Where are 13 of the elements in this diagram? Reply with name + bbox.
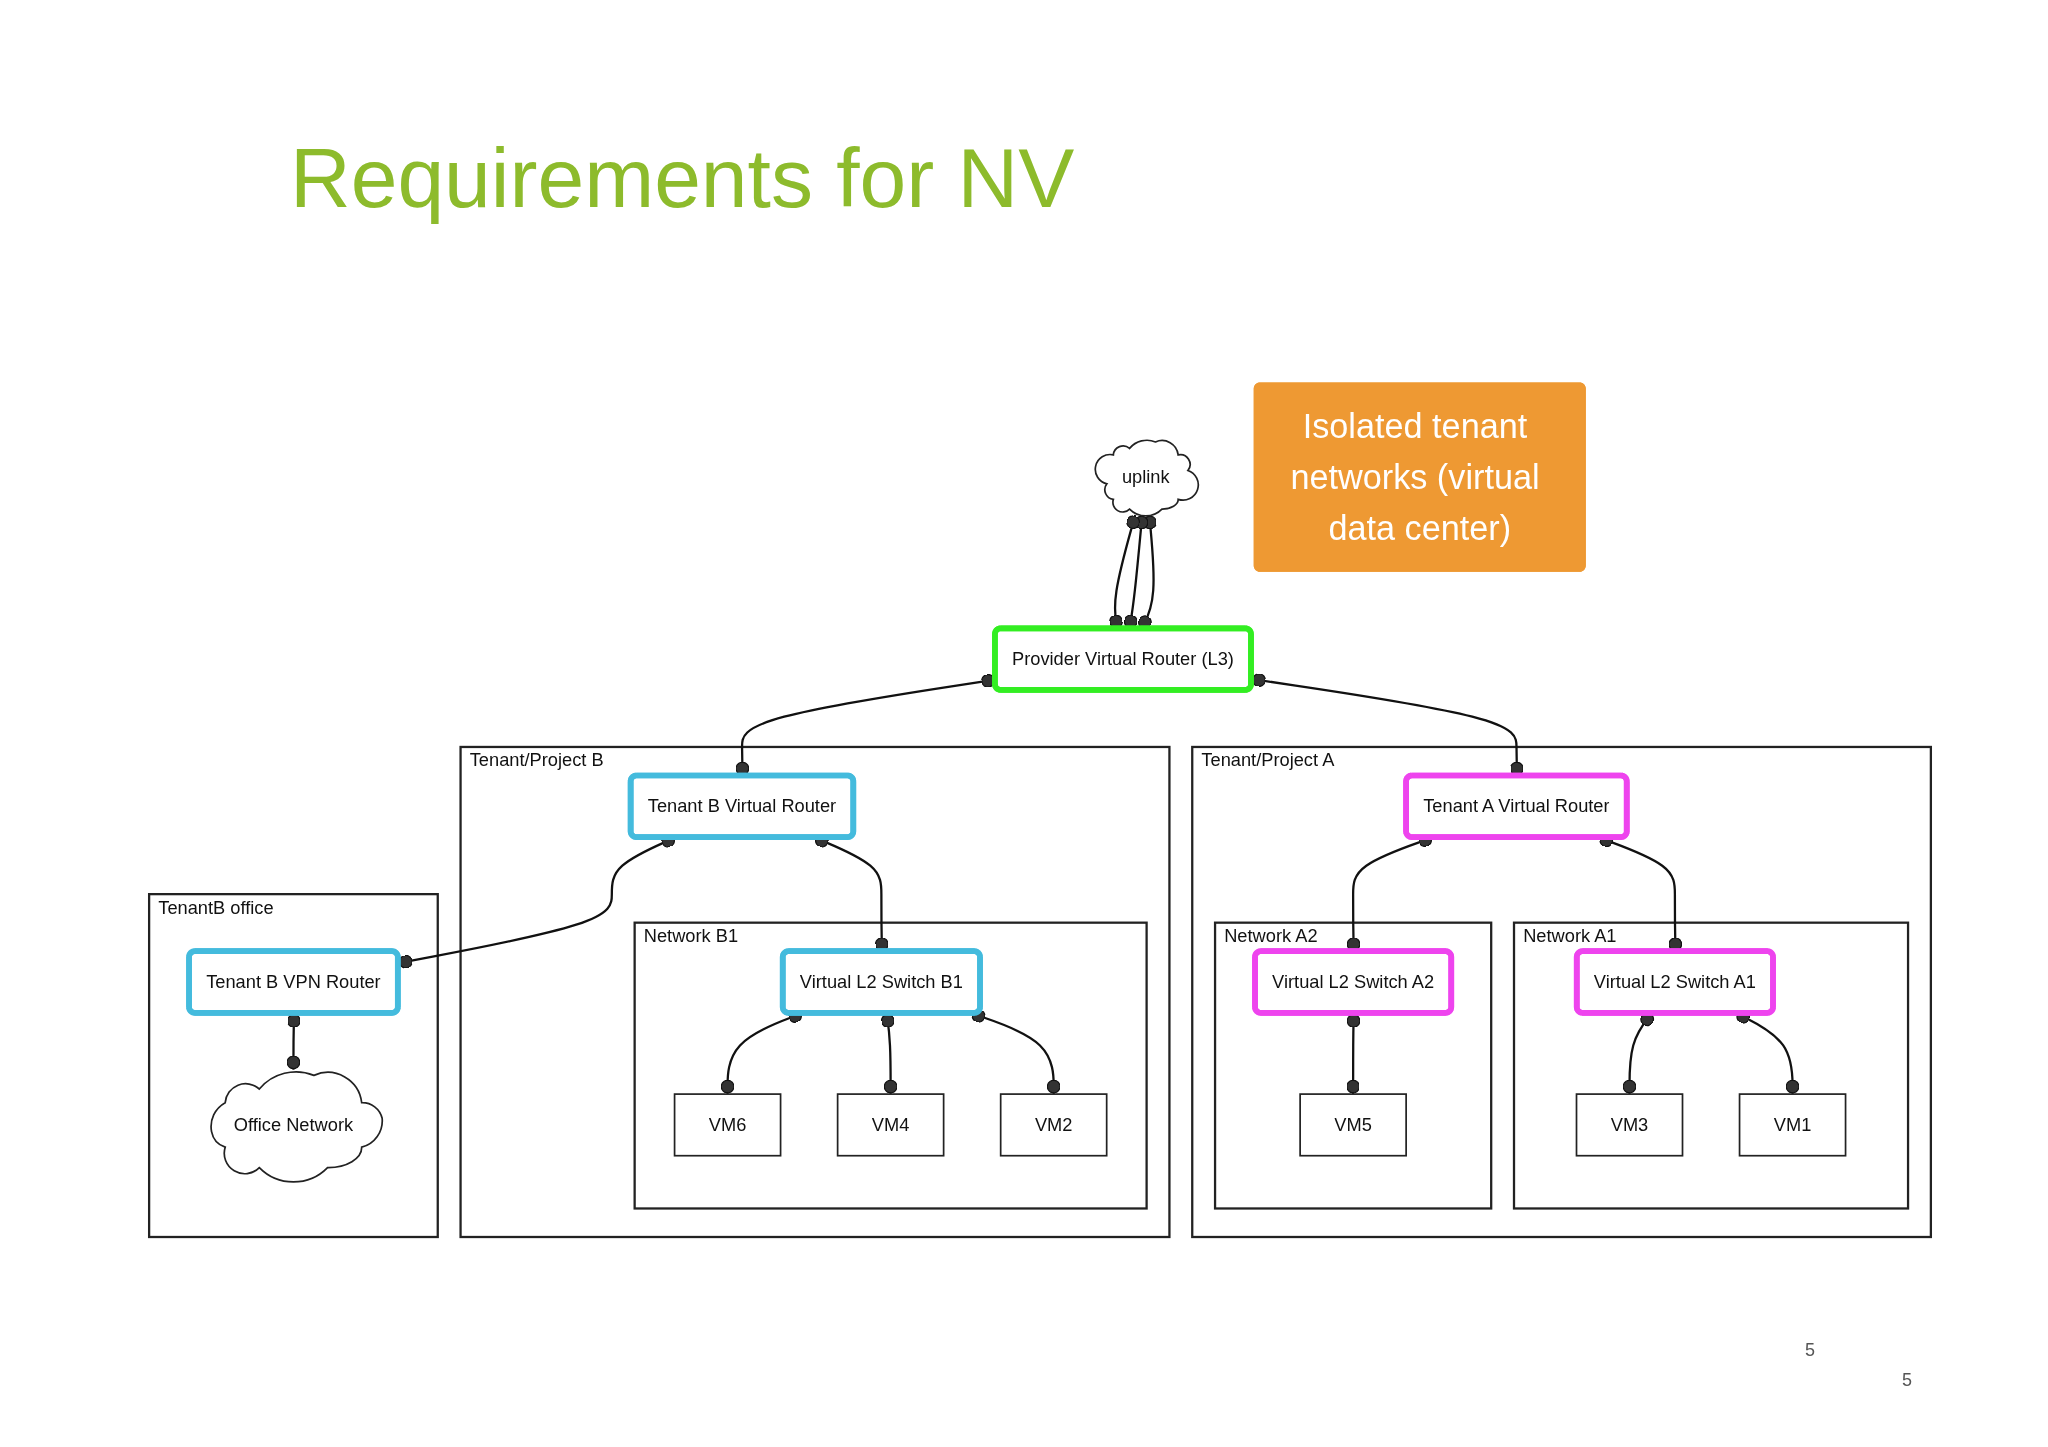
node-box: VM3	[1575, 1093, 1684, 1157]
node-box: VM1	[1738, 1093, 1847, 1157]
connector	[1346, 1013, 1361, 1095]
slide-title: Requirements for NV	[290, 130, 1075, 227]
connector	[880, 1013, 898, 1095]
node-box: VM6	[673, 1093, 782, 1157]
node-box: VM5	[1299, 1093, 1407, 1157]
connector	[286, 1013, 301, 1070]
page-number: 5	[1902, 1370, 1912, 1391]
node-box: VM2	[999, 1093, 1108, 1157]
connector	[971, 1008, 1061, 1095]
page-number: 5	[1805, 1340, 1815, 1361]
node-box: VM4	[836, 1093, 945, 1157]
